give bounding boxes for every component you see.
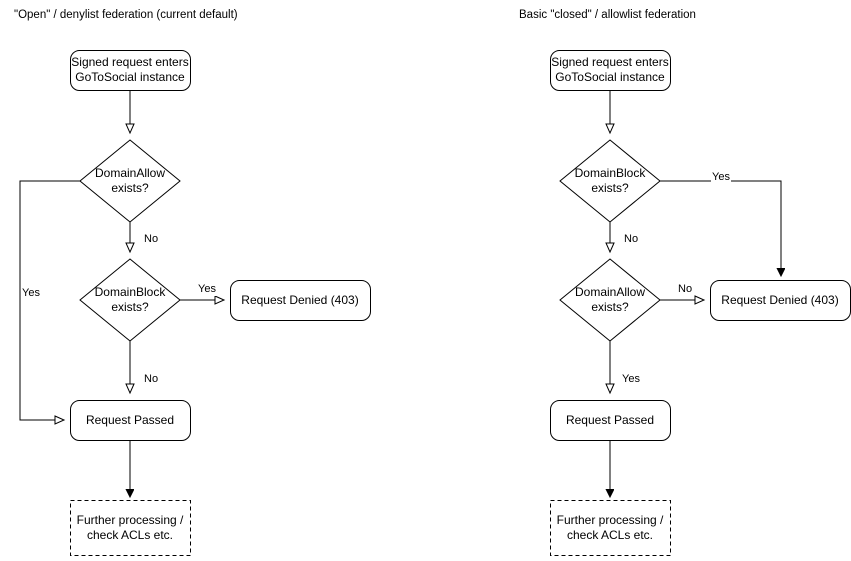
- node-r-block: [559, 139, 661, 223]
- node-l-denied: [230, 280, 371, 321]
- node-r-further: [550, 500, 671, 556]
- edge-label-l-allow-no: No: [143, 233, 160, 246]
- edge-label-r-block-yes: Yes: [711, 171, 731, 184]
- node-r-denied: [710, 280, 851, 321]
- edge-label-r-block-no: No: [623, 233, 640, 246]
- edge-r-block-denied: [660, 180, 781, 276]
- node-l-allow: [79, 139, 181, 223]
- edge-label-l-block-no: No: [143, 373, 160, 386]
- node-r-passed: [550, 400, 671, 441]
- edge-l-allow-passed: [19, 180, 80, 425]
- node-l-further: [70, 500, 191, 556]
- edge-label-l-allow-yes: Yes: [21, 287, 41, 300]
- edge-label-l-block-yes: Yes: [197, 283, 217, 296]
- node-l-entry: [70, 50, 191, 91]
- edge-label-r-allow-yes: Yes: [621, 373, 641, 386]
- edge-label-r-allow-no: No: [677, 283, 694, 296]
- node-l-passed: [70, 400, 191, 441]
- node-l-block: [79, 258, 181, 342]
- column-title-closed-allowlist: Basic "closed" / allowlist federation: [519, 9, 696, 21]
- node-r-entry: [550, 50, 671, 91]
- column-title-open-denylist: "Open" / denylist federation (current de…: [14, 9, 238, 21]
- node-r-allow: [559, 258, 661, 342]
